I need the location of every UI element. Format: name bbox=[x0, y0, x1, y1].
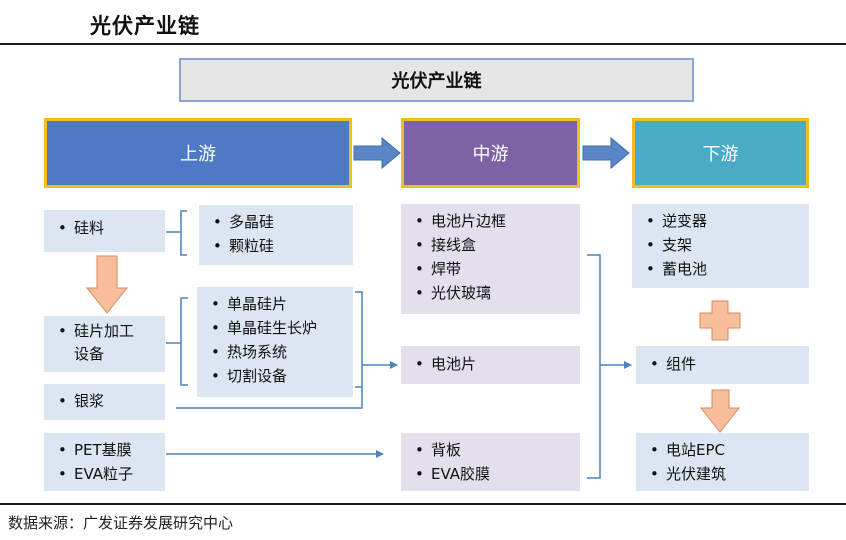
connector-midstream-bracket bbox=[587, 254, 631, 479]
box-wafer-equipment: 硅片加工 设备 bbox=[44, 316, 165, 372]
page-title: 光伏产业链 bbox=[90, 14, 200, 38]
list-item: 背板 bbox=[413, 438, 570, 462]
list-item: 接线盒 bbox=[413, 233, 570, 257]
list-item: 颗粒硅 bbox=[211, 234, 343, 258]
connector-silicon bbox=[166, 210, 187, 256]
arrow-upstream-to-midstream bbox=[353, 136, 401, 170]
list-item: 单晶硅片 bbox=[209, 292, 343, 316]
box-wafer-products: 单晶硅片 单晶硅生长炉 热场系统 切割设备 bbox=[197, 287, 353, 397]
list-item: 切割设备 bbox=[209, 364, 343, 388]
box-films: PET基膜 EVA粒子 bbox=[44, 433, 165, 491]
list-item: 电站EPC bbox=[648, 438, 799, 462]
list-item: 单晶硅生长炉 bbox=[209, 316, 343, 340]
list-item: 组件 bbox=[648, 352, 799, 376]
list-item: 多晶硅 bbox=[211, 210, 343, 234]
list-item: 硅料 bbox=[56, 216, 155, 240]
list-item: 热场系统 bbox=[209, 340, 343, 364]
list-item: 光伏玻璃 bbox=[413, 281, 570, 305]
box-modules: 组件 bbox=[636, 346, 809, 384]
list-item: PET基膜 bbox=[56, 438, 155, 462]
arrow-modules-to-applications bbox=[699, 389, 741, 433]
box-silver-paste: 银浆 bbox=[44, 384, 165, 420]
list-item: EVA胶膜 bbox=[413, 462, 570, 486]
list-item: 硅片加工 设备 bbox=[56, 320, 155, 366]
list-item: 电池片边框 bbox=[413, 209, 570, 233]
connector-wafer-right bbox=[355, 291, 397, 388]
arrow-midstream-to-downstream bbox=[582, 136, 630, 170]
stage-midstream: 中游 bbox=[401, 118, 580, 188]
box-applications: 电站EPC 光伏建筑 bbox=[636, 433, 809, 491]
box-components: 电池片边框 接线盒 焊带 光伏玻璃 bbox=[401, 204, 580, 314]
list-item: 逆变器 bbox=[644, 209, 799, 233]
list-item: 银浆 bbox=[56, 389, 155, 413]
connector-silver-paste bbox=[176, 387, 363, 409]
stage-downstream: 下游 bbox=[632, 118, 809, 188]
diagram-banner: 光伏产业链 bbox=[179, 58, 694, 102]
list-item: 光伏建筑 bbox=[648, 462, 799, 486]
list-item: 蓄电池 bbox=[644, 257, 799, 281]
plus-icon bbox=[699, 300, 741, 341]
box-silicon-material: 硅料 bbox=[44, 210, 165, 252]
list-item: 电池片 bbox=[413, 352, 570, 376]
footer-rule bbox=[0, 503, 846, 505]
stage-upstream: 上游 bbox=[44, 118, 352, 188]
list-item: EVA粒子 bbox=[56, 462, 155, 486]
box-cells: 电池片 bbox=[401, 346, 580, 384]
wafer-equipment-line1: 硅片加工 bbox=[74, 322, 135, 340]
header-rule bbox=[0, 43, 846, 45]
connector-wafer-left bbox=[166, 297, 188, 386]
list-item: 支架 bbox=[644, 233, 799, 257]
source-note: 数据来源：广发证券发展研究中心 bbox=[8, 514, 234, 532]
box-backsheet: 背板 EVA胶膜 bbox=[401, 433, 580, 491]
box-equipment: 逆变器 支架 蓄电池 bbox=[632, 204, 809, 288]
box-silicon-types: 多晶硅 颗粒硅 bbox=[199, 205, 353, 265]
list-item: 焊带 bbox=[413, 257, 570, 281]
arrow-silicon-to-wafer bbox=[85, 255, 129, 314]
wafer-equipment-line2: 设备 bbox=[74, 345, 105, 363]
